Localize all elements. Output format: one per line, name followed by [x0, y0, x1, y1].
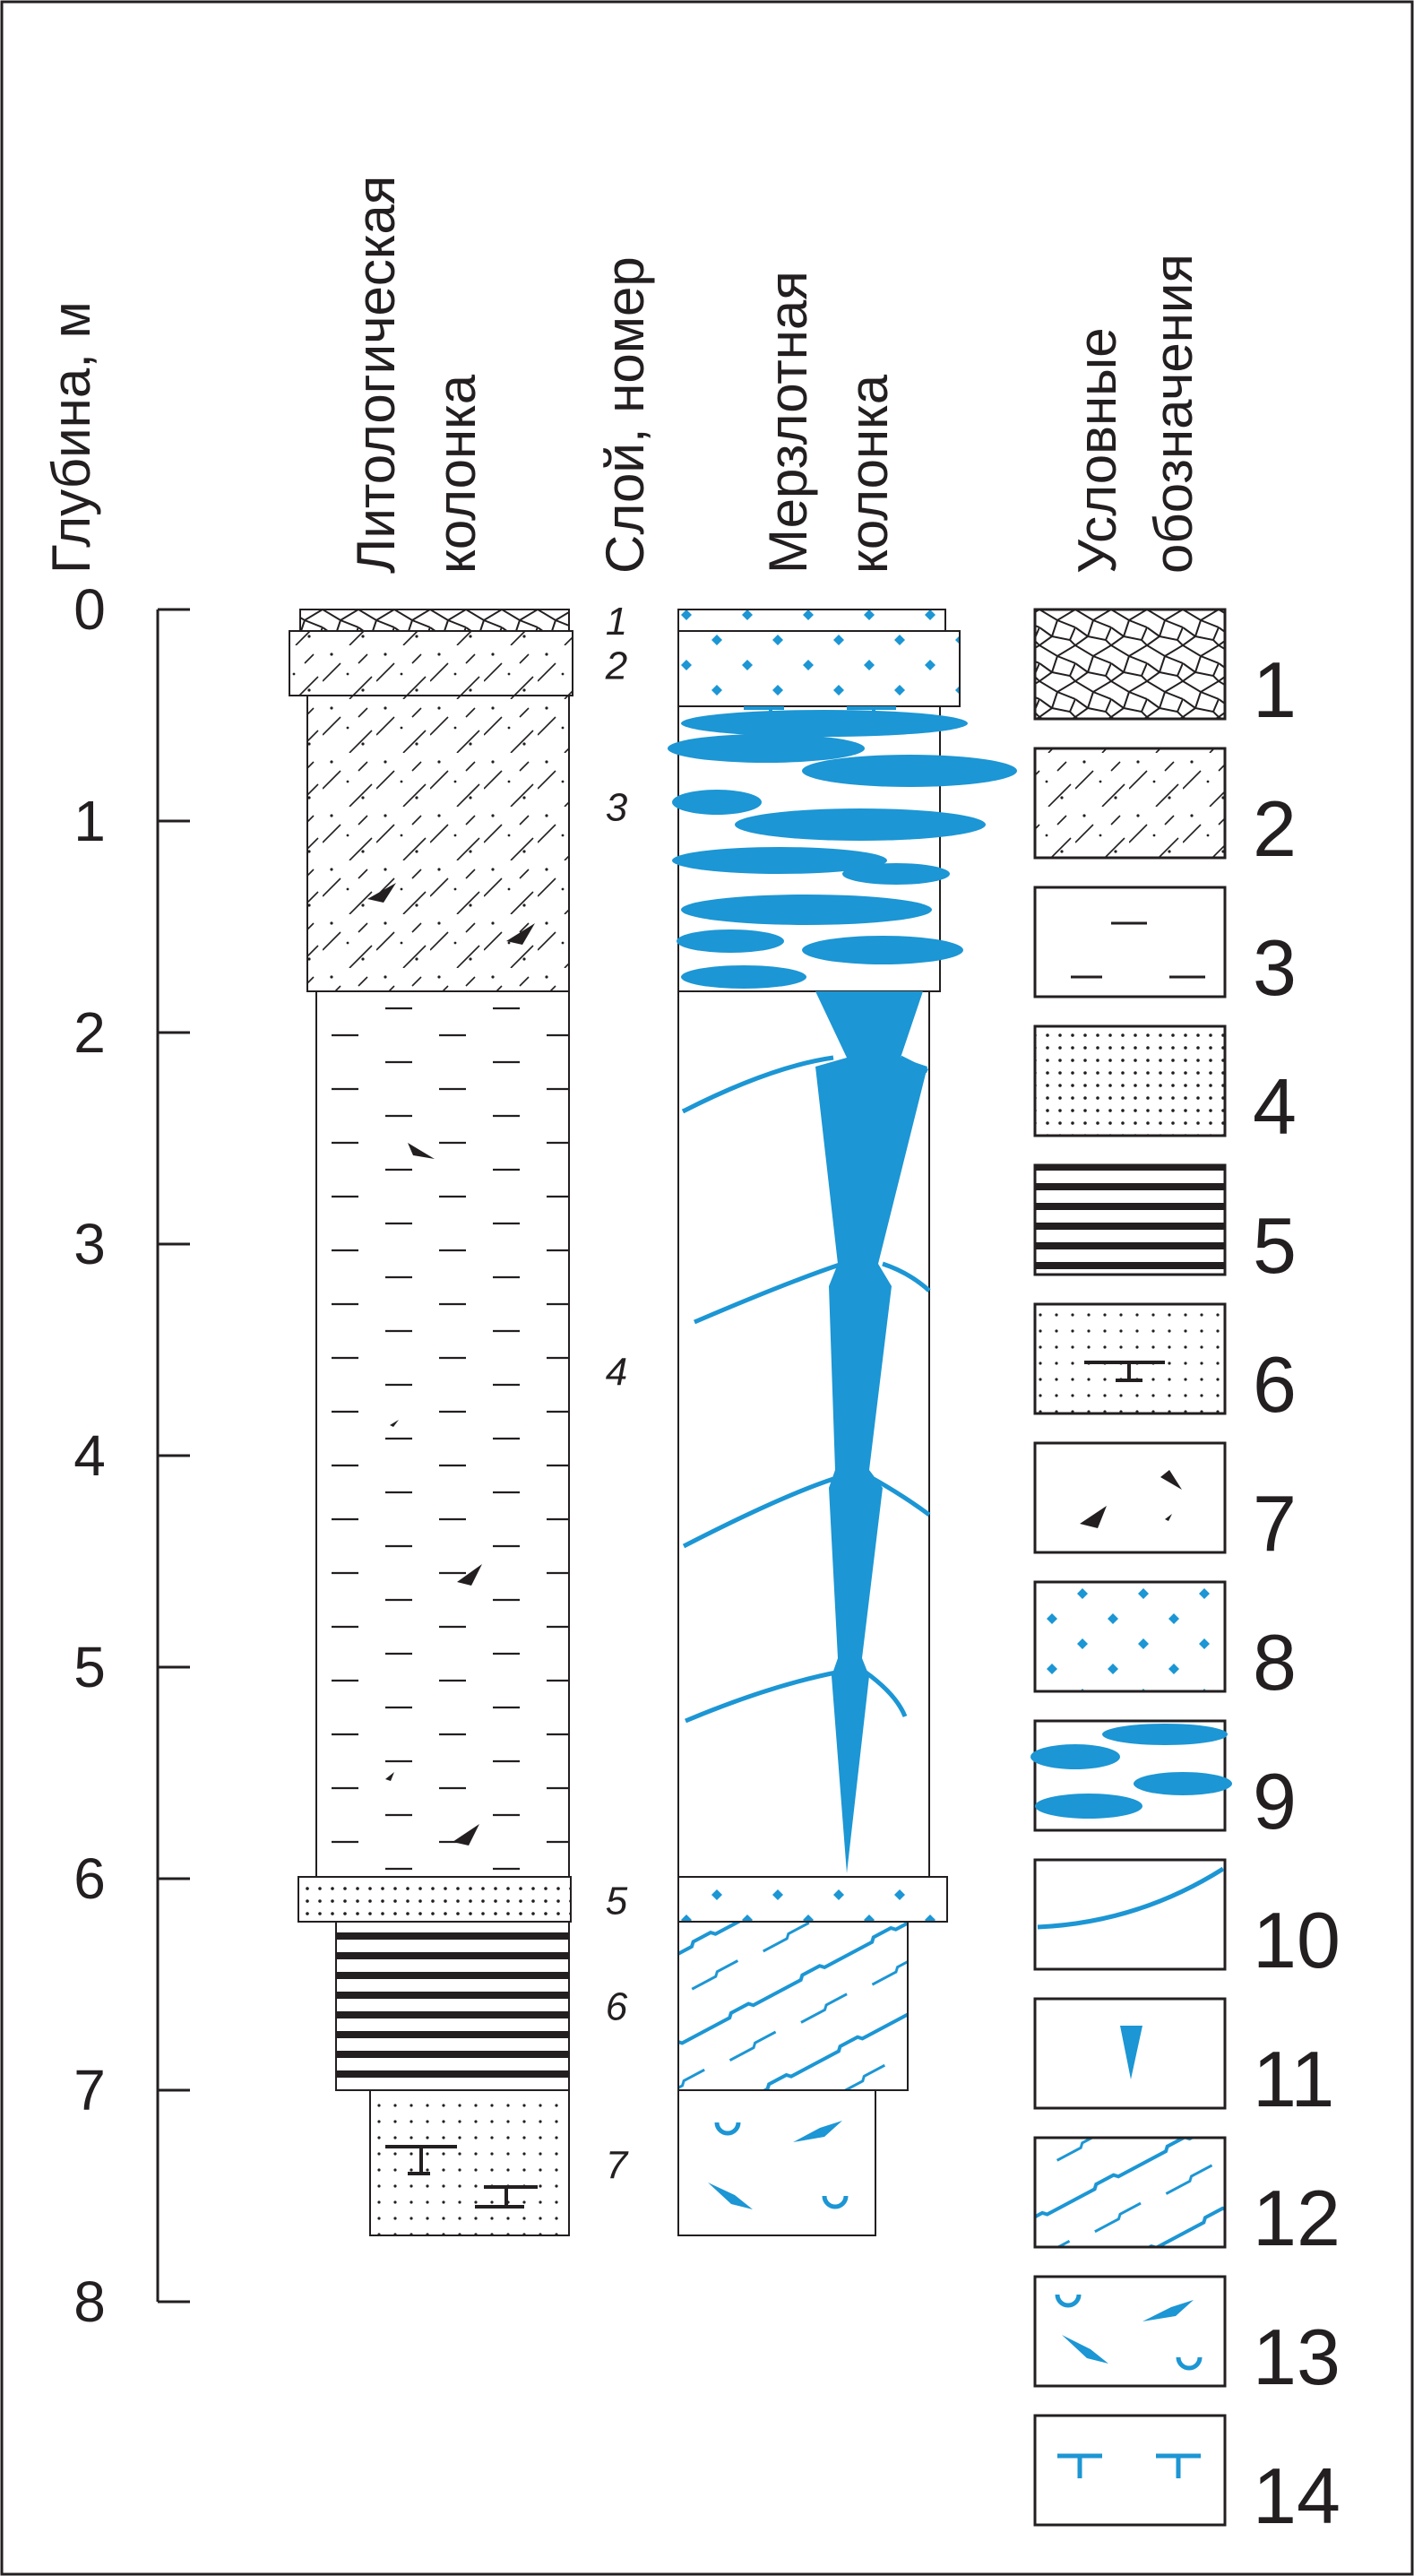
frozen-column	[668, 609, 1017, 2236]
legend-number-12: 12	[1253, 2174, 1341, 2262]
depth-tick-label: 7	[73, 2058, 106, 2122]
frozen-layer-6	[677, 1921, 909, 2091]
header-frozen-line2: колонка	[839, 374, 899, 574]
frozen-layer-1	[677, 609, 946, 632]
legend-number-4: 4	[1253, 1062, 1297, 1151]
legend-number-6: 6	[1253, 1340, 1297, 1429]
ice-veins	[681, 1055, 931, 1724]
legend-number-3: 3	[1253, 923, 1297, 1012]
legend-item-5	[1033, 1163, 1227, 1276]
header-litho-line1: Литологическая	[346, 176, 406, 574]
depth-tick-label: 5	[73, 1635, 106, 1699]
depth-axis-ticks: 0 1 2 3 4 5 6 7 8	[73, 577, 190, 2334]
litho-layer-3-fragments	[367, 883, 535, 945]
legend-item-2	[1033, 747, 1227, 860]
legend-number-5: 5	[1253, 1201, 1297, 1290]
legend-number-1: 1	[1253, 645, 1297, 734]
litho-layer-6	[335, 1921, 570, 2091]
legend-item-3	[1033, 886, 1227, 998]
legend-number-8: 8	[1253, 1618, 1297, 1707]
depth-tick-label: 1	[73, 789, 106, 853]
depth-tick-label: 4	[73, 1423, 106, 1488]
depth-tick-label: 6	[73, 1846, 106, 1911]
frozen-layer-3-ice-lenses	[668, 710, 1017, 989]
legend-item-11	[1033, 1997, 1227, 2110]
frozen-layer-5	[677, 1876, 948, 1923]
litho-layer-3	[306, 695, 570, 992]
legend-item-14	[1033, 2414, 1227, 2527]
header-legend-line1: Условные	[1067, 327, 1127, 574]
legend-number-11: 11	[1253, 2035, 1334, 2123]
header-frozen-line1: Мерзлотная	[758, 271, 818, 574]
legend-item-13	[1033, 2275, 1227, 2388]
legend-item-4	[1033, 1024, 1227, 1137]
legend-number-10: 10	[1253, 1896, 1341, 1984]
legend-number-13: 13	[1253, 2312, 1341, 2401]
depth-tick-label: 0	[73, 577, 106, 642]
frozen-layer-3-crusts	[744, 706, 896, 722]
header-legend-line2: обозначения	[1143, 254, 1203, 574]
litho-layer-7-concretions	[385, 2145, 538, 2209]
layer-number-3: 3	[606, 785, 628, 829]
depth-tick-label: 3	[73, 1212, 106, 1276]
legend-item-7	[1033, 1441, 1227, 1554]
legend-item-1	[1033, 608, 1227, 721]
layer-number-1: 1	[606, 600, 627, 644]
litho-layer-1	[299, 609, 570, 632]
legend-number-9: 9	[1253, 1757, 1297, 1846]
legend-number-7: 7	[1253, 1479, 1297, 1568]
header-depth: Глубина, м	[41, 301, 101, 574]
layer-number-2: 2	[605, 644, 627, 687]
frozen-layer-7-ice-inclusions	[708, 2121, 849, 2209]
depth-axis: 0 1 2 3 4 5 6 7 8	[73, 577, 190, 2334]
header-litho-line2: колонка	[427, 374, 487, 574]
legend-number-14: 14	[1253, 2451, 1341, 2540]
litho-layer-7	[369, 2089, 570, 2236]
layer-numbers: 12 3 4 5 6 7	[605, 600, 629, 2188]
legend-item-10	[1033, 1858, 1227, 1971]
layer-number-6: 6	[606, 1985, 628, 2029]
frozen-layer-7	[677, 2089, 876, 2236]
legend-number-2: 2	[1253, 784, 1297, 873]
legend-item-12	[1033, 2136, 1227, 2249]
layer-number-5: 5	[606, 1880, 628, 1923]
legend-item-6	[1033, 1302, 1227, 1415]
litho-layer-4	[315, 990, 570, 1878]
layer-number-7: 7	[606, 2144, 629, 2188]
legend-item-9	[1030, 1719, 1232, 1832]
ice-wedge	[815, 991, 927, 1873]
depth-tick-label: 2	[73, 1000, 106, 1065]
frozen-layer-2	[677, 630, 961, 707]
column-headers: Глубина, м Литологическая колонка Слой, …	[41, 176, 1203, 574]
litho-layer-2	[289, 630, 573, 696]
header-layer-number: Слой, номер	[595, 256, 655, 574]
legend-item-8	[1033, 1580, 1227, 1693]
layer-number-4: 4	[606, 1351, 627, 1395]
litho-column	[289, 609, 573, 2236]
depth-tick-label: 8	[73, 2269, 106, 2334]
litho-layer-5	[297, 1876, 572, 1923]
